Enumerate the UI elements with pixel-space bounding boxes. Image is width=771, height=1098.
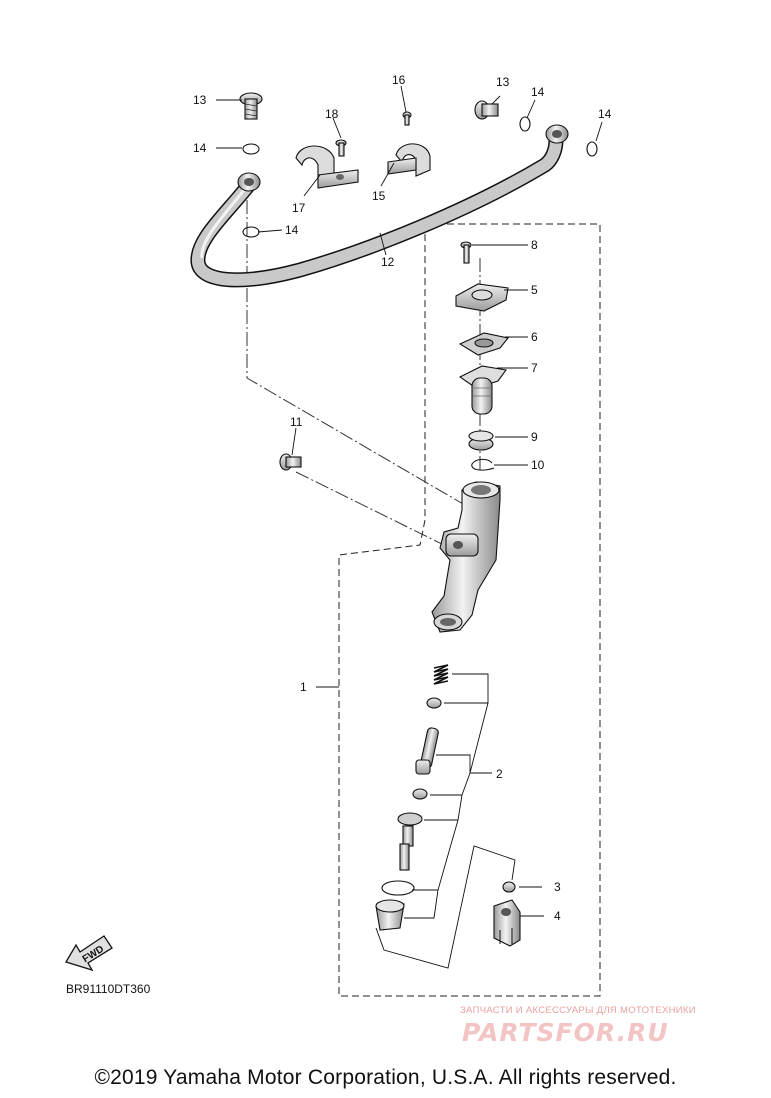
joint-clevis-4	[493, 899, 521, 947]
union-bolt-13-right	[474, 100, 499, 120]
callout-7: 7	[531, 361, 538, 375]
watermark-logo: PARTSFOR.RU	[462, 1018, 669, 1047]
dust-boot	[375, 899, 405, 931]
fwd-arrow-icon: FWD	[65, 935, 113, 972]
callout-labels: 13 14 14 13 14 14 18 16 17 15 12 8 5 6 7…	[193, 73, 612, 923]
callout-12: 12	[381, 255, 395, 269]
washer-14-far-right	[586, 141, 598, 157]
callout-18: 18	[325, 107, 339, 121]
callout-8: 8	[531, 238, 538, 252]
leader-lines	[216, 85, 603, 969]
piston-washer	[397, 812, 423, 826]
piston	[415, 727, 439, 775]
bolt-11	[279, 453, 302, 471]
callout-3: 3	[554, 880, 561, 894]
secondary-cup	[412, 788, 428, 800]
washer-14-upper-left	[242, 143, 260, 155]
callout-13-right: 13	[496, 75, 510, 89]
reservoir-cap-5	[455, 283, 509, 312]
bolt-8	[460, 241, 472, 264]
callout-13-left: 13	[193, 93, 207, 107]
hose-clamp-15	[387, 143, 431, 177]
master-cylinder-body	[431, 481, 501, 633]
assembly-1-boundary	[338, 223, 601, 997]
callout-14-upper-right: 14	[531, 85, 545, 99]
nut-3	[502, 881, 516, 893]
callout-14-lower-left: 14	[285, 223, 299, 237]
alignment-line-bolt-11	[295, 471, 451, 549]
spring	[433, 664, 449, 685]
watermark-tagline: ЗАПЧАСТИ И АКСЕССУАРЫ ДЛЯ МОТОТЕХНИКИ	[460, 1005, 696, 1016]
brake-hose	[190, 124, 569, 288]
circlip-10	[471, 458, 495, 471]
callout-9: 9	[531, 430, 538, 444]
callout-6: 6	[531, 330, 538, 344]
washer-14-lower-left	[242, 226, 260, 238]
piston-kit-2	[375, 664, 449, 931]
callout-15: 15	[372, 189, 386, 203]
callout-14-far-right: 14	[598, 107, 612, 121]
hose-clamp-17	[295, 145, 359, 189]
alignment-line-hose	[246, 200, 471, 509]
callout-4: 4	[554, 909, 561, 923]
float-9	[468, 430, 494, 451]
callout-16: 16	[392, 73, 406, 87]
diaphragm-7	[458, 365, 507, 415]
callout-2: 2	[496, 767, 503, 781]
callout-11: 11	[290, 415, 303, 429]
callout-5: 5	[531, 283, 538, 297]
reference-code: BR91110DT360	[66, 982, 151, 996]
callout-1: 1	[300, 680, 307, 694]
copyright-notice: ©2019 Yamaha Motor Corporation, U.S.A. A…	[94, 1066, 677, 1089]
plate-6	[458, 332, 509, 356]
piston-circlip	[381, 880, 415, 896]
union-bolt-13-left	[239, 92, 263, 120]
push-rod	[399, 825, 414, 871]
callout-10: 10	[531, 458, 545, 472]
callout-14-upper-left: 14	[193, 141, 207, 155]
callout-17: 17	[292, 201, 306, 215]
screw-18	[335, 139, 347, 157]
screw-16	[402, 111, 412, 126]
washer-14-upper-right	[519, 116, 531, 132]
primary-cup	[426, 697, 442, 709]
